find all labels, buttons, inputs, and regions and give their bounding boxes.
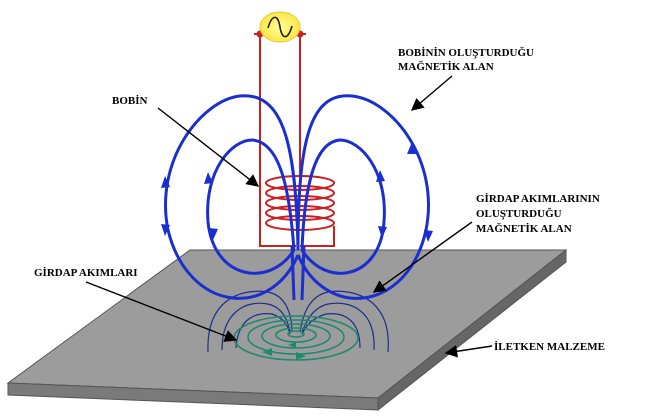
- label-eddy-field-3: MAĞNETİK ALAN: [476, 222, 572, 235]
- label-eddy-currents: GİRDAP AKIMLARI: [34, 267, 138, 279]
- arrow-coil-field: [410, 75, 453, 111]
- coil-field-inner-right: [300, 138, 386, 275]
- labels: BOBİNİN OLUŞTURDUĞU MAĞNETİK ALAN BOBİN …: [34, 46, 605, 353]
- eddy-current-arrows: [262, 342, 306, 360]
- label-eddy-field-2: OLUŞTURDUĞU: [476, 207, 562, 220]
- plate-right-edge: [377, 248, 567, 412]
- label-coil-field-2: MAĞNETİK ALAN: [398, 60, 494, 73]
- arrow-conductor: [444, 345, 493, 358]
- arrow-coil: [157, 107, 260, 187]
- arrow-eddy-currents: [85, 281, 238, 342]
- coil-left-lead: [259, 34, 296, 247]
- coil-field-lines: [164, 94, 430, 301]
- coil-field-inner-left: [206, 138, 296, 275]
- label-coil-field-1: BOBİNİN OLUŞTURDUĞU: [398, 46, 534, 59]
- field-direction-arrows: [161, 142, 433, 242]
- label-coil: BOBİN: [112, 95, 148, 107]
- pointer-arrows: [85, 75, 493, 358]
- arrow-eddy-field: [372, 221, 473, 293]
- label-conductor: İLETKEN MALZEME: [494, 341, 605, 353]
- label-eddy-field-1: GİRDAP AKIMLARININ: [476, 193, 600, 205]
- coil-field-outer-left: [164, 94, 300, 300]
- ac-source-icon: [254, 11, 306, 43]
